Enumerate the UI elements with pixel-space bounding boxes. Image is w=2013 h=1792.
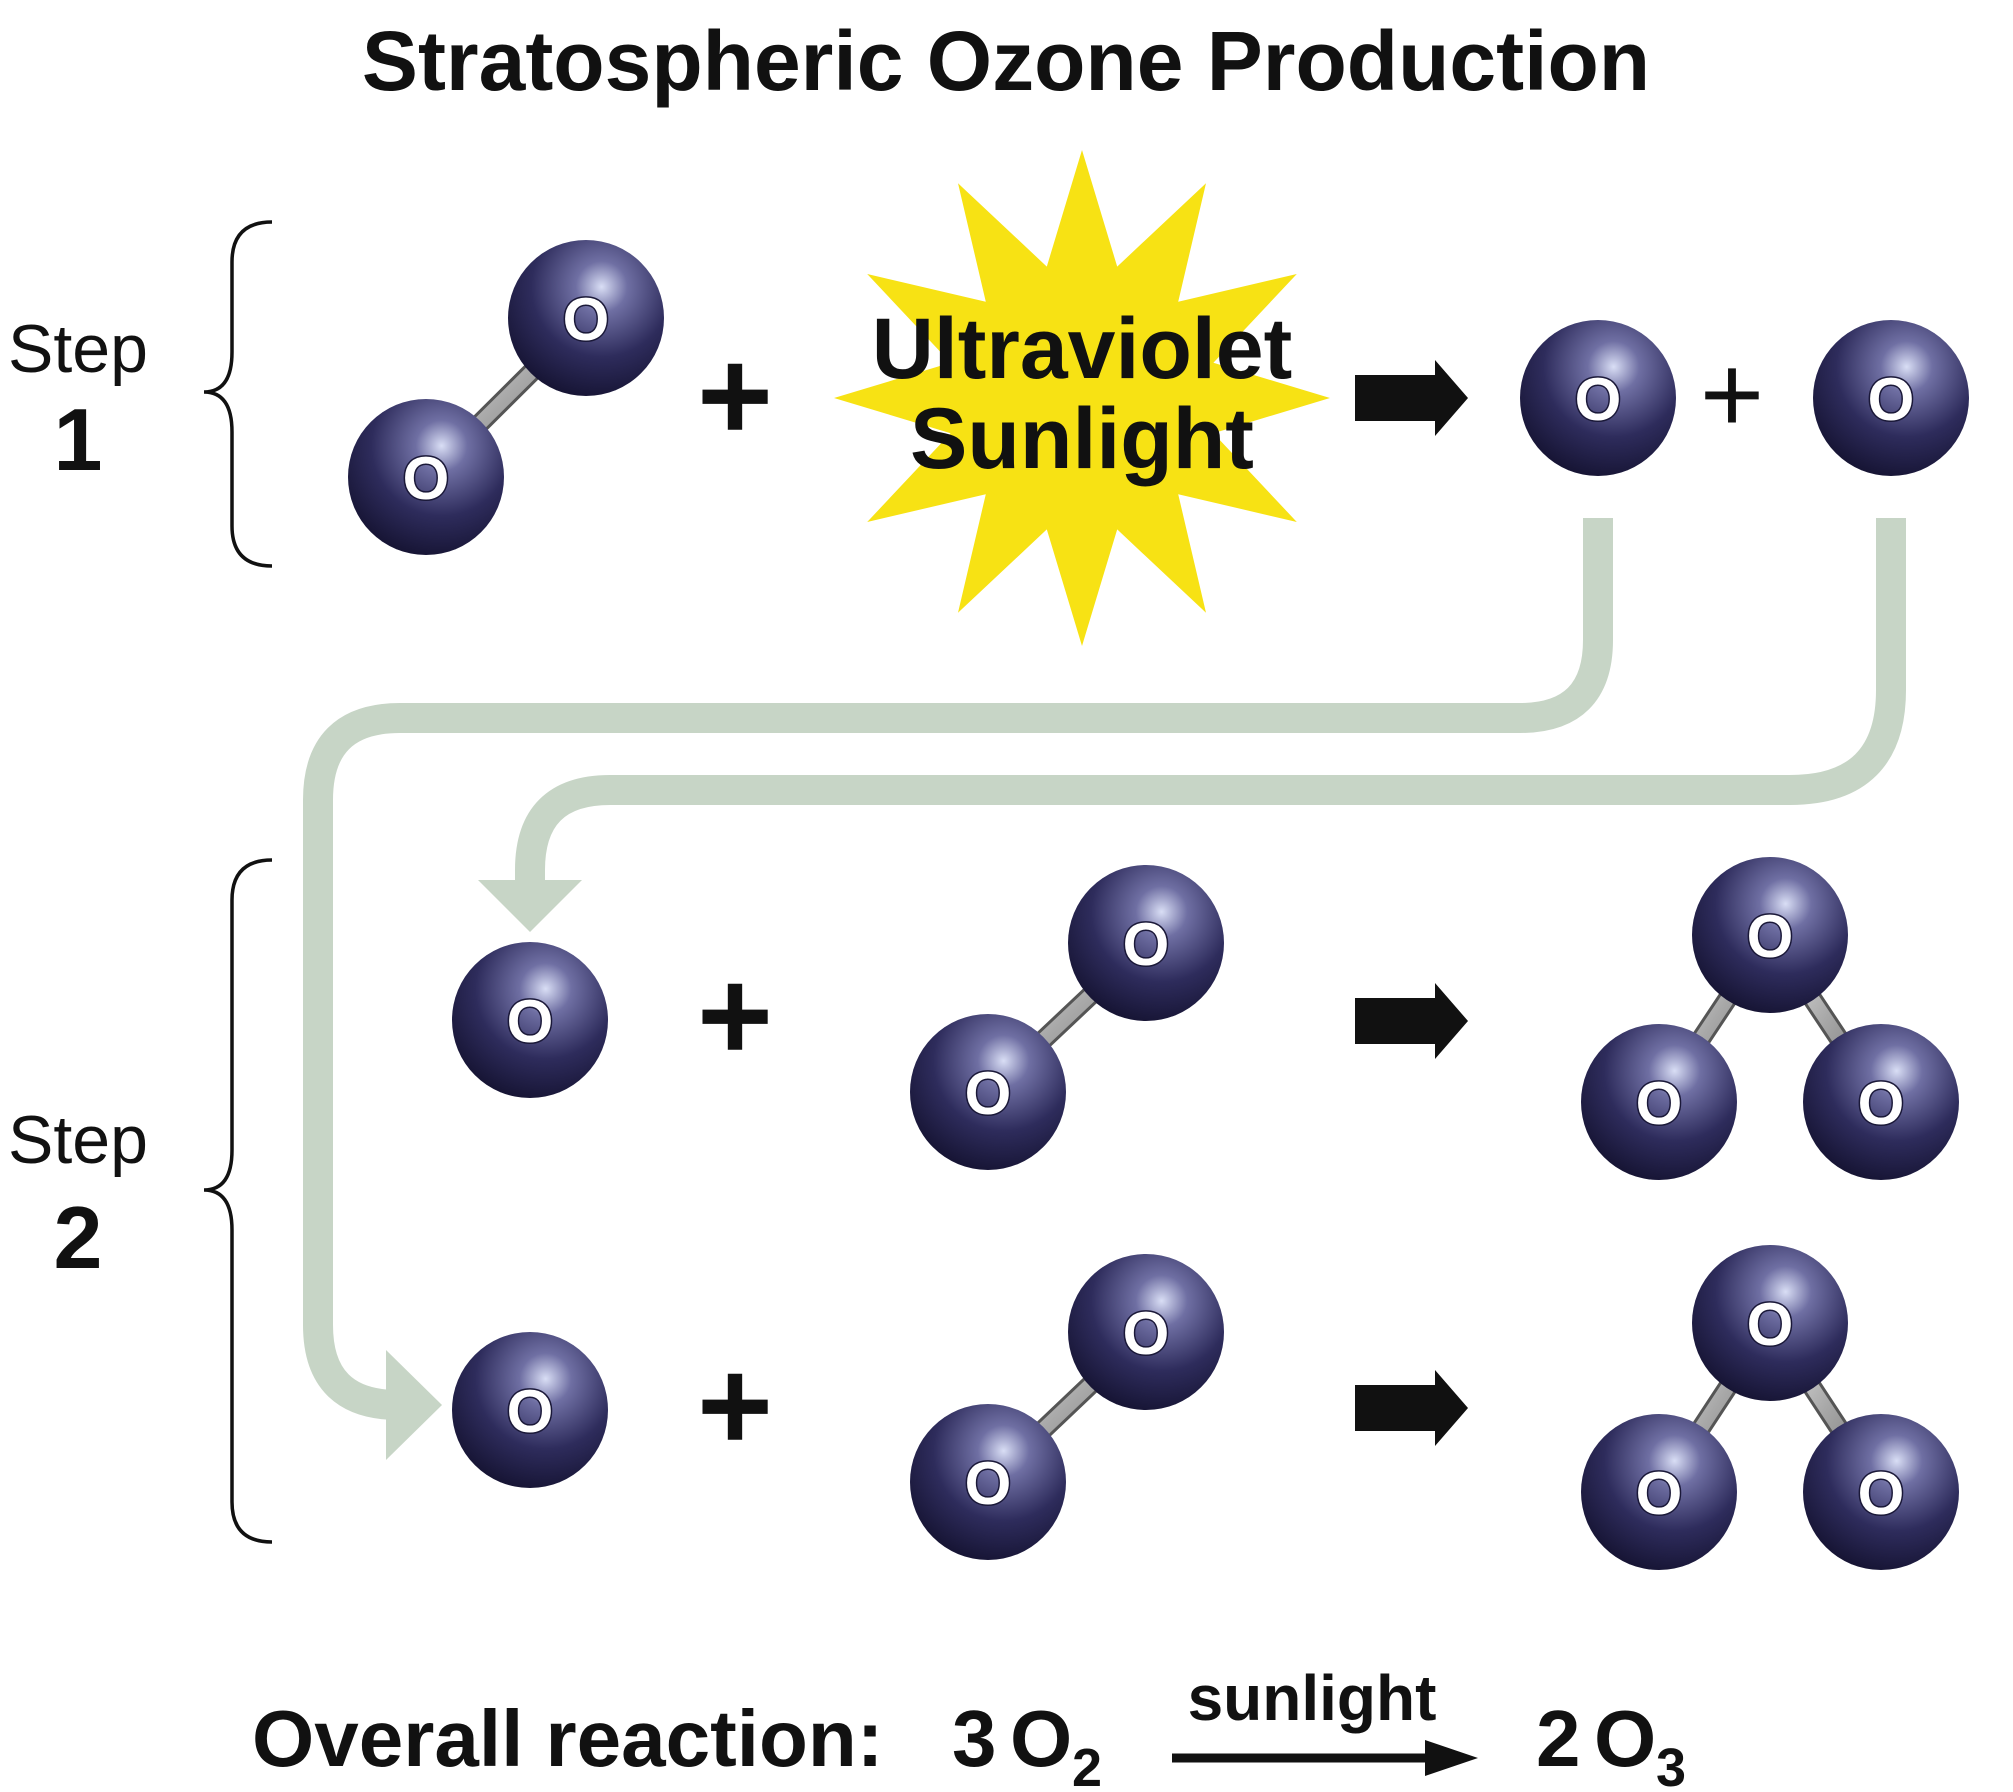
atom-label: O [1123,1300,1170,1367]
atom-label: O [563,286,610,353]
overall-label: Overall reaction: [252,1694,883,1783]
atom-label: O [1575,366,1622,433]
step-2-brace [203,858,273,1544]
oxygen-atom [910,1014,1066,1170]
oxygen-atom [1692,1245,1848,1401]
condition-label: sunlight [1188,1662,1437,1734]
reaction-arrow-icon [1355,360,1468,436]
atom-label: O [1636,1460,1683,1527]
oxygen-atom [1581,1024,1737,1180]
page-title: Stratospheric Ozone Production [362,14,1650,108]
atom-label: O [1868,366,1915,433]
step-1-brace [203,220,273,568]
flow-arrow-left [303,518,1613,1420]
atom-label: O [1123,911,1170,978]
atom-label: O [1636,1070,1683,1137]
step-1-label: Step [8,311,148,387]
step-1-number: 1 [54,390,103,489]
atom-label: O [1858,1070,1905,1137]
atom-label: O [507,1378,554,1445]
step-2-label: Step [8,1102,148,1178]
atom-label: O [965,1060,1012,1127]
atoms: O O O O O O O O O O O O O O O O [348,240,1969,1570]
oxygen-atom [1068,1254,1224,1410]
oxygen-atom [348,399,504,555]
step-2-number: 2 [54,1188,103,1287]
plus-sign: + [697,942,773,1088]
atom-label: O [1747,903,1794,970]
oxygen-atom [508,240,664,396]
oxygen-atom [910,1404,1066,1560]
oxygen-atom [1520,320,1676,476]
atom-label: O [1747,1291,1794,1358]
product-coef: 2 [1536,1694,1581,1783]
reactant-symbol: O [1010,1694,1072,1783]
overall-arrow-icon [1172,1740,1478,1776]
oxygen-atom [1813,320,1969,476]
oxygen-atom [1803,1024,1959,1180]
atom-label: O [403,445,450,512]
oxygen-atom [1692,857,1848,1013]
oxygen-atom [1581,1414,1737,1570]
reactant-subscript: 2 [1072,1738,1102,1792]
atom-label: O [1858,1460,1905,1527]
flow-arrowhead-down [478,880,582,932]
oxygen-atom [1803,1414,1959,1570]
flow-arrows [303,518,1906,1420]
reaction-arrow-icon [1355,983,1468,1059]
plus-sign: + [697,1332,773,1478]
sun-text-line1: Ultraviolet [872,301,1293,397]
oxygen-atom [1068,865,1224,1021]
flow-arrow-right [515,518,1906,880]
plus-sign: + [1700,333,1764,456]
reactant-coef: 3 [952,1694,997,1783]
atom-label: O [507,988,554,1055]
sun-text-line2: Sunlight [910,391,1254,487]
flow-arrowhead-right [386,1350,442,1460]
product-subscript: 3 [1656,1738,1686,1792]
sun-icon [834,150,1330,646]
atom-label: O [965,1450,1012,1517]
reaction-arrow-icon [1355,1370,1468,1446]
product-symbol: O [1594,1694,1656,1783]
oxygen-atom [452,1332,608,1488]
oxygen-atom [452,942,608,1098]
plus-sign: + [697,322,773,468]
